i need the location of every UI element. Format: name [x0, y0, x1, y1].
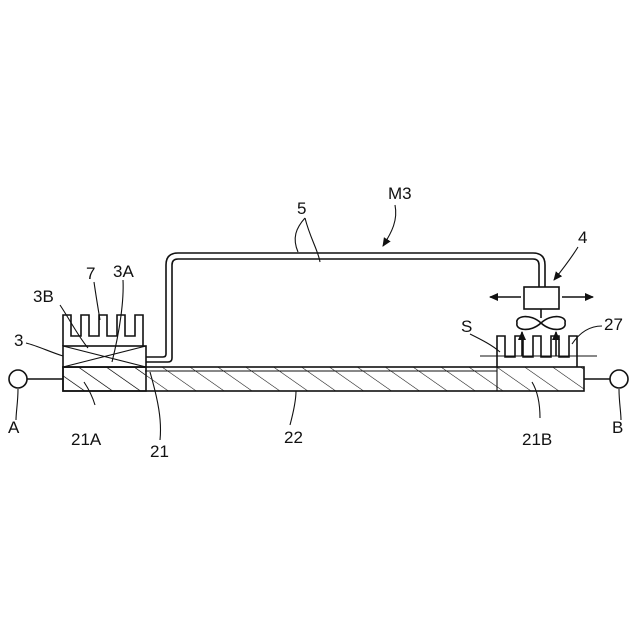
label-21a: 21A	[71, 430, 102, 449]
reference-labels: M3 5 4 7 3A 3B 3 S 27 A B 21A 21 22 21B	[8, 184, 623, 461]
terminal-a	[9, 370, 63, 388]
label-m3: M3	[388, 184, 412, 203]
label-b: B	[612, 418, 623, 437]
label-a: A	[8, 418, 20, 437]
heat-pipe	[146, 253, 545, 362]
left-heat-sink	[63, 315, 143, 346]
label-21b: 21B	[522, 430, 552, 449]
label-heat-sink-27: 27	[604, 315, 623, 334]
label-3b: 3B	[33, 287, 54, 306]
label-pipe-5: 5	[297, 199, 306, 218]
terminal-b	[584, 370, 628, 388]
label-21: 21	[150, 442, 169, 461]
label-s: S	[461, 317, 472, 336]
label-22: 22	[284, 428, 303, 447]
label-3: 3	[14, 331, 23, 350]
label-heat-sink-7: 7	[86, 264, 95, 283]
label-fan-4: 4	[578, 228, 587, 247]
left-module	[63, 346, 146, 391]
label-3a: 3A	[113, 262, 134, 281]
